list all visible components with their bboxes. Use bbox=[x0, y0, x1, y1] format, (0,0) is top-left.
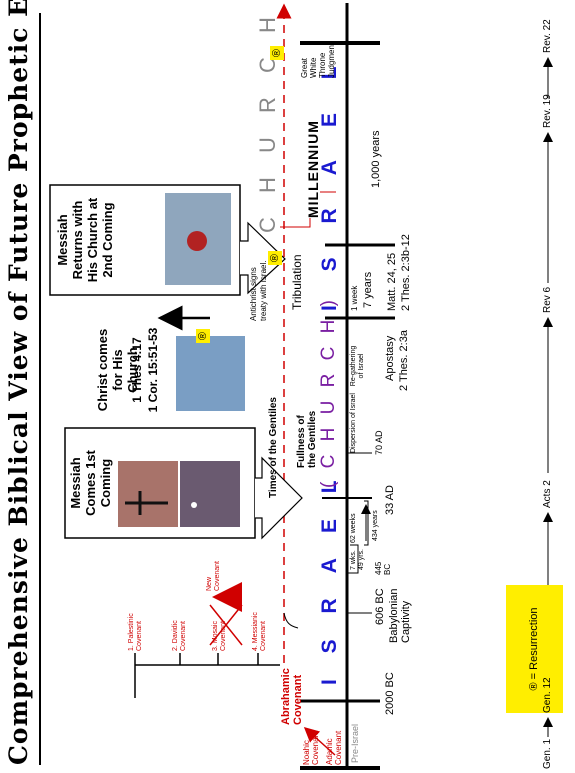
first-coming-callout bbox=[255, 456, 303, 540]
messianic-covenant-label: 4. Messianic Covenant bbox=[252, 612, 267, 651]
noahic-covenant-label: Noahic Covenant bbox=[302, 730, 320, 765]
resurrection-marker-second-coming: ® bbox=[268, 251, 282, 265]
rapture-ref-1: 1 Thes 4:17 bbox=[130, 337, 144, 403]
tribulation-label: Tribulation bbox=[290, 254, 304, 310]
mosaic-cross-2 bbox=[209, 604, 243, 646]
rapture-ref-2: 1 Cor. 15:51-53 bbox=[146, 327, 160, 413]
apostasy-label: Apostasy bbox=[384, 335, 396, 381]
page-title: Comprehensive Biblical View of Future Pr… bbox=[4, 0, 33, 765]
resurrection-marker-rapture: ® bbox=[196, 329, 210, 343]
bc606-label: 606 BC bbox=[374, 588, 386, 625]
second-coming-callout bbox=[240, 221, 286, 295]
millennium-label: MILLENNIUM bbox=[305, 120, 321, 218]
seven-weeks-years: 49 yrs. bbox=[358, 548, 365, 570]
resurrection-marker-millennium: ® bbox=[270, 46, 284, 60]
church-label: ( C H U R C H ) bbox=[318, 296, 339, 488]
ref-acts2: Acts 2 bbox=[542, 480, 553, 508]
ref-rev22: Rev. 22 bbox=[542, 19, 553, 53]
times-gentiles-label: Times of the Gentiles bbox=[268, 397, 279, 498]
apostasy-ref-label: 2 Thes. 2:3a bbox=[398, 330, 410, 391]
dispersion-label: Dispersion of Israel bbox=[350, 393, 357, 453]
palestinic-covenant-label: 1. Palestinic Covenant bbox=[128, 613, 143, 651]
thes-ref-label: 2 Thes. 2:3b-12 bbox=[400, 234, 412, 311]
bc2000-label: 2000 BC bbox=[384, 672, 396, 715]
messiah-figure bbox=[187, 231, 207, 251]
first-coming-text: Messiah Comes 1st Coming bbox=[68, 450, 113, 516]
sixty-two-weeks-years: 434 years bbox=[372, 510, 379, 541]
regathering-label: Re-gathering of Israel bbox=[350, 345, 365, 387]
bracket-7-weeks bbox=[350, 544, 359, 574]
ad33-label: 33 AD bbox=[384, 485, 396, 515]
ad70-label: 70 AD bbox=[374, 430, 384, 455]
clouds-image bbox=[176, 336, 245, 411]
antichrist-label: Antichrist signs treaty with Israel. bbox=[249, 260, 268, 321]
ref-gen12: Gen. 12 bbox=[542, 677, 553, 713]
resurrection-legend: ® = Resurrection bbox=[506, 585, 563, 713]
ref-rev19: Rev. 19 bbox=[542, 94, 553, 128]
great-white-throne-label: Great White Throne Judgment bbox=[300, 42, 336, 78]
israel2-label: I S R A E L bbox=[318, 52, 341, 311]
pre-israel-label: Pre-Israel bbox=[350, 723, 360, 763]
star-icon bbox=[191, 502, 197, 508]
seven-weeks-label: 7 wks. bbox=[350, 550, 357, 570]
gentiles-curve bbox=[283, 612, 299, 629]
abrahamic-covenant-label: Abrahamic Covenant bbox=[280, 668, 304, 725]
one-week-label: 1 week bbox=[350, 285, 359, 311]
ref-rev6: Rev 6 bbox=[542, 286, 553, 313]
new-covenant-label: New Covenant bbox=[206, 561, 221, 591]
seven-years-label: 7 years bbox=[362, 271, 374, 308]
sixty-two-weeks-label: 62 weeks bbox=[350, 513, 357, 543]
davidic-covenant-label: 2. Davidic Covenant bbox=[172, 620, 187, 651]
adamic-covenant-label: Adamic Covenant bbox=[325, 730, 343, 765]
years1000-label: 1,000 years bbox=[370, 130, 382, 188]
cross-image bbox=[118, 461, 178, 527]
bracket-34 bbox=[280, 218, 311, 228]
nativity-image bbox=[180, 461, 240, 527]
babylonian-label: Babylonian Captivity bbox=[388, 588, 412, 643]
bracket-62-weeks bbox=[364, 500, 369, 546]
church2-label: C H U R C H bbox=[255, 8, 280, 233]
covenant-tree bbox=[134, 653, 280, 666]
bc445-label: 445 BC bbox=[374, 561, 392, 575]
abrahamic-arrow bbox=[303, 726, 336, 756]
israel-label: I S R A E L bbox=[318, 470, 341, 685]
mosaic-covenant-label: 3. Mosaic Covenant bbox=[212, 621, 227, 651]
fullness-gentiles-label: Fullness of the Gentiles bbox=[296, 410, 318, 468]
matt-ref-label: Matt. 24, 25 bbox=[386, 252, 398, 311]
second-coming-text: Messiah Returns with His Church at 2nd C… bbox=[55, 197, 115, 283]
ref-gen1: Gen. 1 bbox=[542, 738, 553, 769]
